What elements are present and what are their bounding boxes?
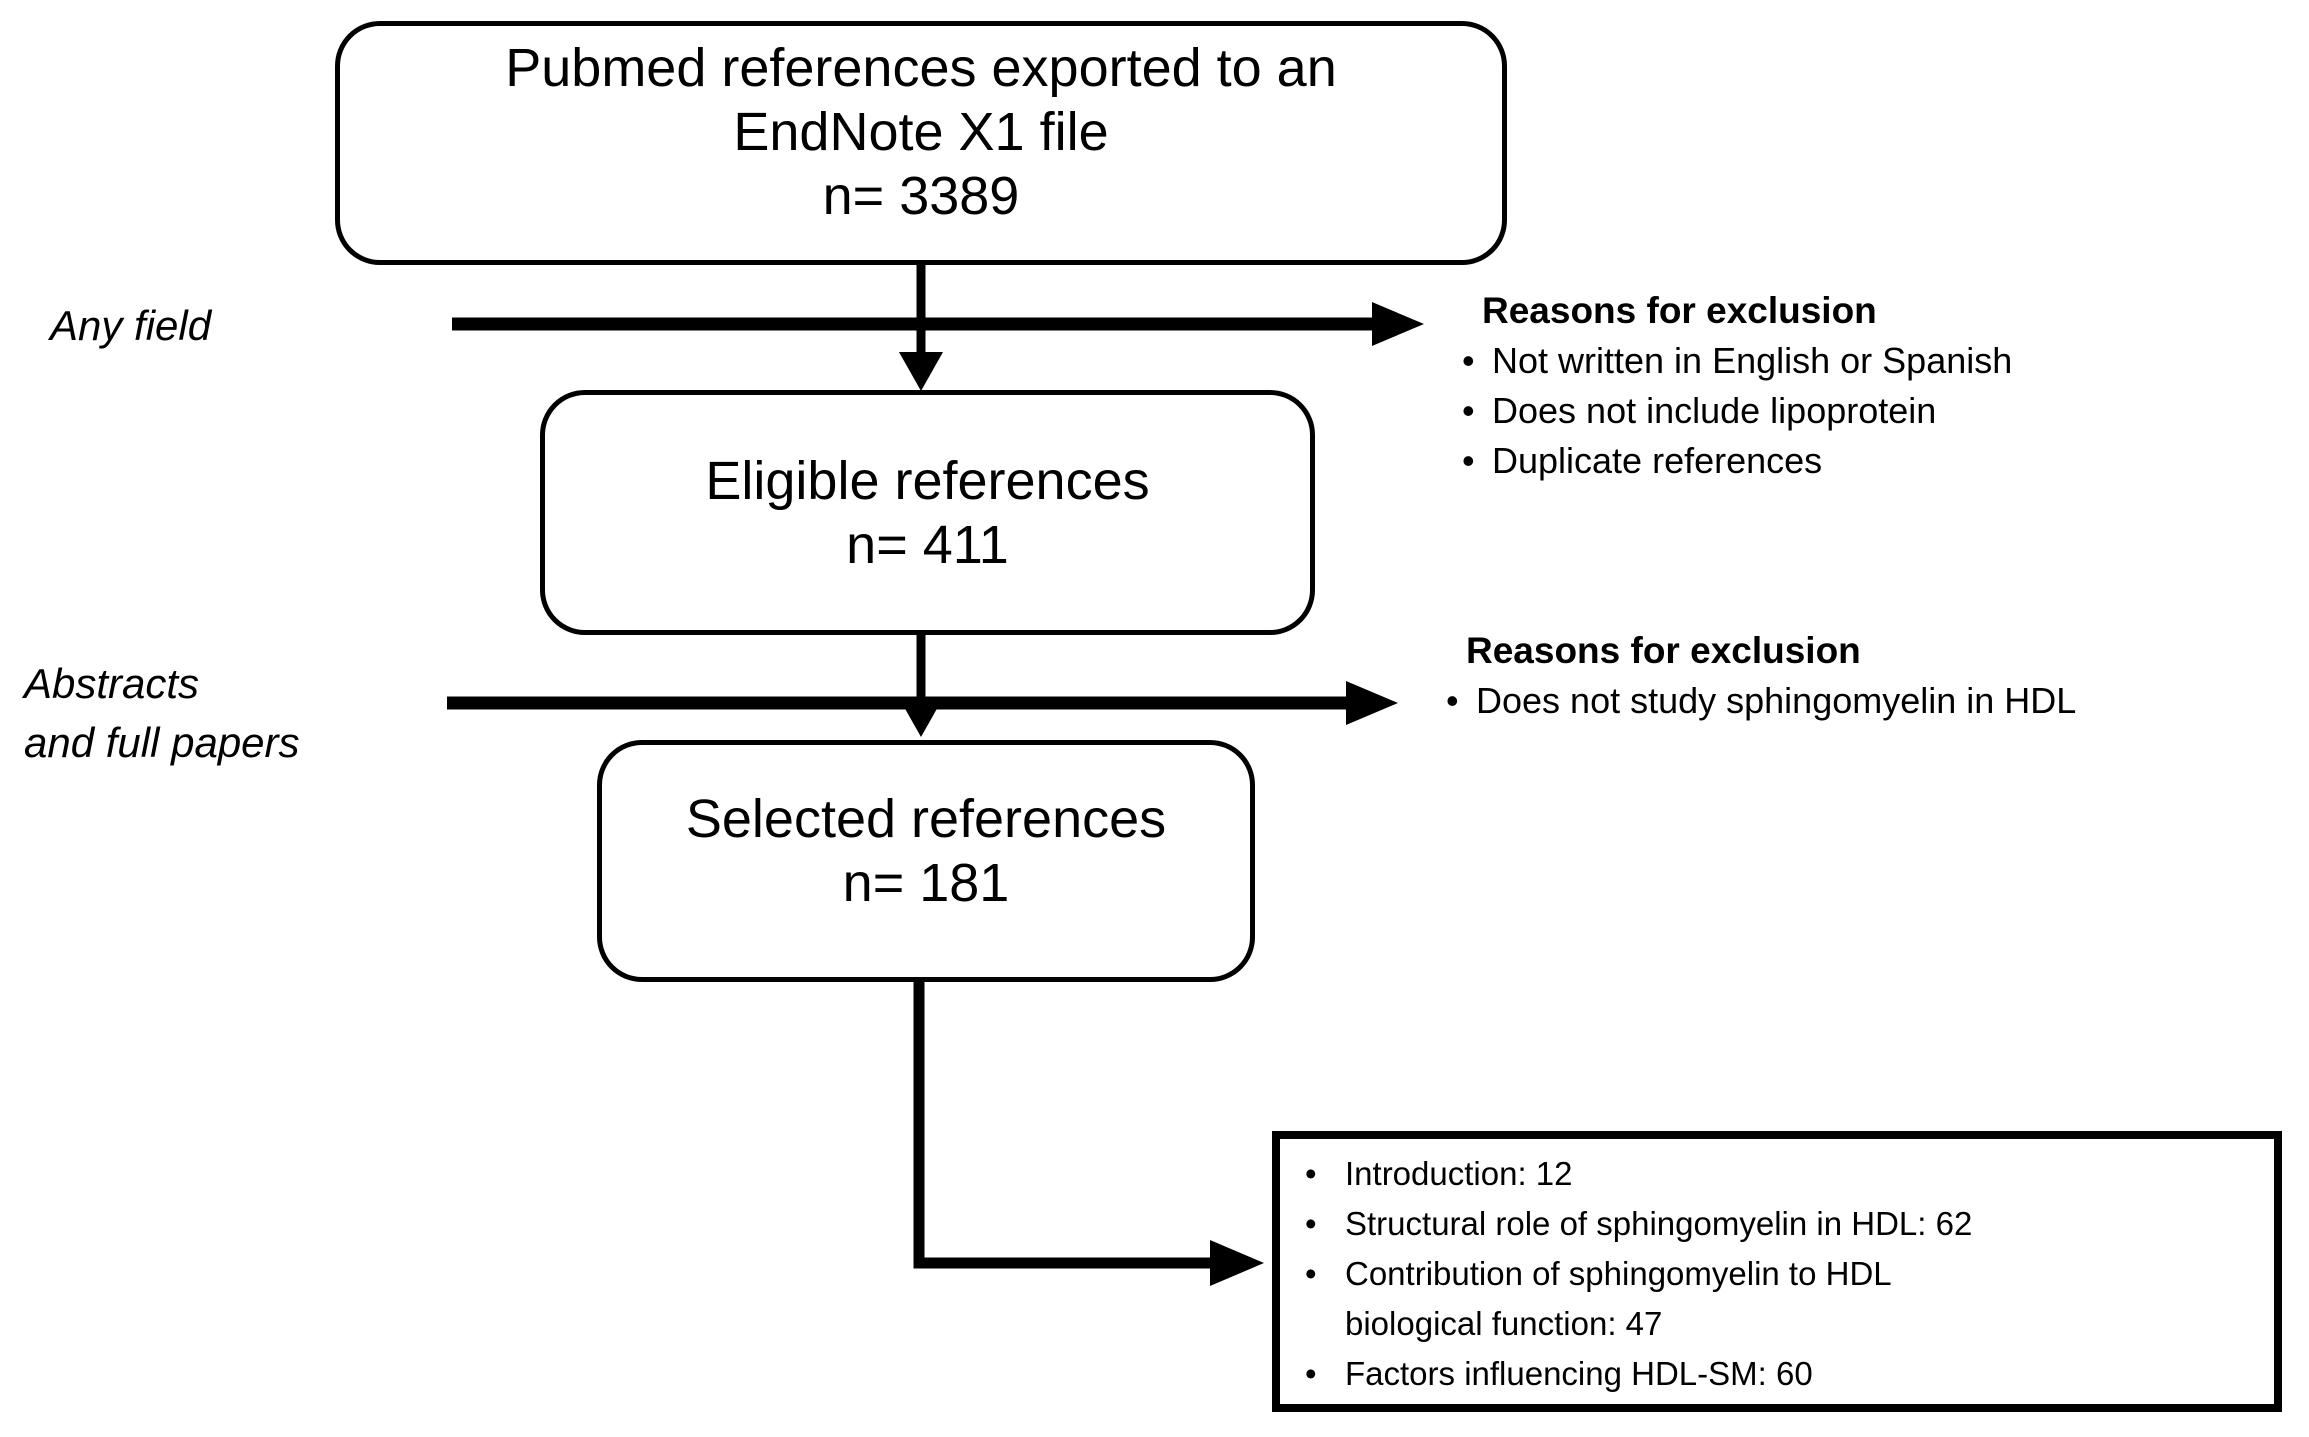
list-item: • Factors influencing HDL-SM: 60 bbox=[1280, 1349, 2274, 1399]
bullet-icon: • bbox=[1305, 1355, 1317, 1392]
stage-label-abstracts-line2: and full papers bbox=[24, 719, 300, 766]
list-item: • Structural role of sphingomyelin in HD… bbox=[1280, 1199, 2274, 1249]
bullet-icon: • bbox=[1446, 680, 1459, 721]
box-eligible-references: Eligible references n= 411 bbox=[540, 390, 1315, 635]
box-selected-references: Selected references n= 181 bbox=[597, 740, 1255, 982]
list-item: • Does not include lipoprotein bbox=[1462, 386, 2012, 436]
box-pubmed-references: Pubmed references exported to an EndNote… bbox=[335, 21, 1507, 265]
exclusion-item-text: Not written in English or Spanish bbox=[1492, 340, 2013, 381]
category-item-text: Contribution of sphingomyelin to HDL bio… bbox=[1345, 1255, 1892, 1342]
box-eligible-count: n= 411 bbox=[846, 514, 1009, 575]
arrow-anyfield-exclusions bbox=[452, 302, 1424, 346]
bullet-icon: • bbox=[1462, 340, 1475, 381]
box-eligible-line1: Eligible references bbox=[705, 450, 1150, 511]
list-item: • Duplicate references bbox=[1462, 436, 2012, 486]
exclusion-fulltext-heading: Reasons for exclusion bbox=[1466, 630, 1861, 671]
list-item: • Does not study sphingomyelin in HDL bbox=[1446, 676, 2076, 726]
arrow-fulltext-exclusions bbox=[447, 681, 1398, 725]
box-pubmed-count: n= 3389 bbox=[822, 166, 1020, 226]
bullet-icon: • bbox=[1305, 1205, 1317, 1242]
list-item: • Contribution of sphingomyelin to HDL b… bbox=[1280, 1249, 2274, 1349]
arrow-pubmed-to-eligible bbox=[899, 263, 943, 391]
stage-label-any-field: Any field bbox=[50, 302, 212, 349]
box-selected-count: n= 181 bbox=[842, 853, 1010, 913]
bullet-icon: • bbox=[1462, 390, 1475, 431]
box-pubmed-line2: EndNote X1 file bbox=[733, 102, 1109, 162]
arrow-eligible-to-selected bbox=[899, 634, 943, 737]
list-item: • Not written in English or Spanish bbox=[1462, 336, 2012, 386]
list-item: • Introduction: 12 bbox=[1280, 1149, 2274, 1199]
category-item-text: Introduction: 12 bbox=[1345, 1155, 1573, 1192]
exclusion-list-fulltext: Reasons for exclusion • Does not study s… bbox=[1446, 628, 2076, 726]
arrow-selected-to-categories bbox=[913, 980, 1264, 1286]
exclusion-item-text: Does not include lipoprotein bbox=[1492, 390, 1937, 431]
bullet-icon: • bbox=[1305, 1155, 1317, 1192]
category-item-text: Structural role of sphingomyelin in HDL:… bbox=[1345, 1205, 1973, 1242]
stage-label-abstracts-full-papers: Abstracts and full papers bbox=[24, 654, 300, 772]
bullet-icon: • bbox=[1305, 1255, 1317, 1292]
exclusion-screening-heading: Reasons for exclusion bbox=[1482, 290, 1877, 331]
box-selected-line1: Selected references bbox=[685, 789, 1167, 849]
stage-label-abstracts-line1: Abstracts bbox=[24, 660, 200, 707]
bullet-icon: • bbox=[1462, 440, 1475, 481]
exclusion-list-screening: Reasons for exclusion • Not written in E… bbox=[1462, 288, 2012, 486]
exclusion-item-text: Does not study sphingomyelin in HDL bbox=[1476, 680, 2077, 721]
box-reference-categories: • Introduction: 12 • Structural role of … bbox=[1272, 1131, 2282, 1412]
box-pubmed-line1: Pubmed references exported to an bbox=[505, 38, 1337, 98]
exclusion-fulltext-items: • Does not study sphingomyelin in HDL bbox=[1446, 676, 2076, 726]
exclusion-item-text: Duplicate references bbox=[1492, 440, 1823, 481]
category-item-text: Factors influencing HDL-SM: 60 bbox=[1345, 1355, 1813, 1392]
exclusion-screening-items: • Not written in English or Spanish • Do… bbox=[1462, 336, 2012, 486]
